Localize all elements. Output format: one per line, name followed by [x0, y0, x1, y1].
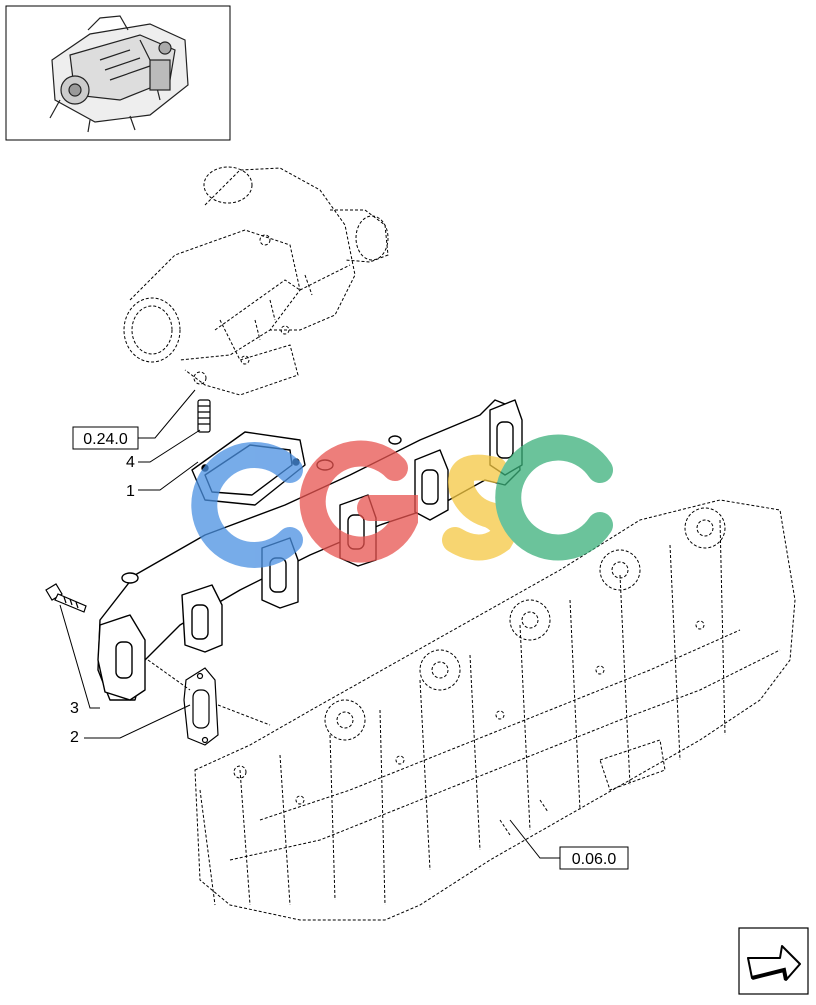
- callout-3: 3: [70, 700, 79, 717]
- next-page-arrow-icon[interactable]: [738, 927, 809, 995]
- leader-lines: [59, 389, 560, 859]
- stud-part-4: [197, 399, 211, 433]
- callout-1: 1: [126, 483, 135, 500]
- cylinder-head-reference-label: 0.06.0: [572, 851, 617, 868]
- bolt-part-3: [45, 583, 87, 613]
- watermark-letter-g: [299, 440, 418, 563]
- watermark-letter-c1: [191, 442, 303, 568]
- callout-4: 4: [126, 454, 135, 471]
- engine-thumbnail-icon: [5, 5, 231, 141]
- callout-2: 2: [70, 729, 79, 746]
- cylinder-head-outline: [194, 499, 796, 921]
- turbo-reference-box[interactable]: 0.24.0: [72, 426, 139, 450]
- cylinder-head-reference-box[interactable]: 0.06.0: [559, 846, 629, 870]
- turbocharger-outline: [123, 166, 389, 396]
- watermark-letter-s: [442, 454, 517, 561]
- watermark-logo: [191, 434, 613, 568]
- watermark-letter-c2: [495, 434, 613, 561]
- turbo-reference-label: 0.24.0: [83, 431, 128, 448]
- gasket-part-2: [183, 667, 219, 746]
